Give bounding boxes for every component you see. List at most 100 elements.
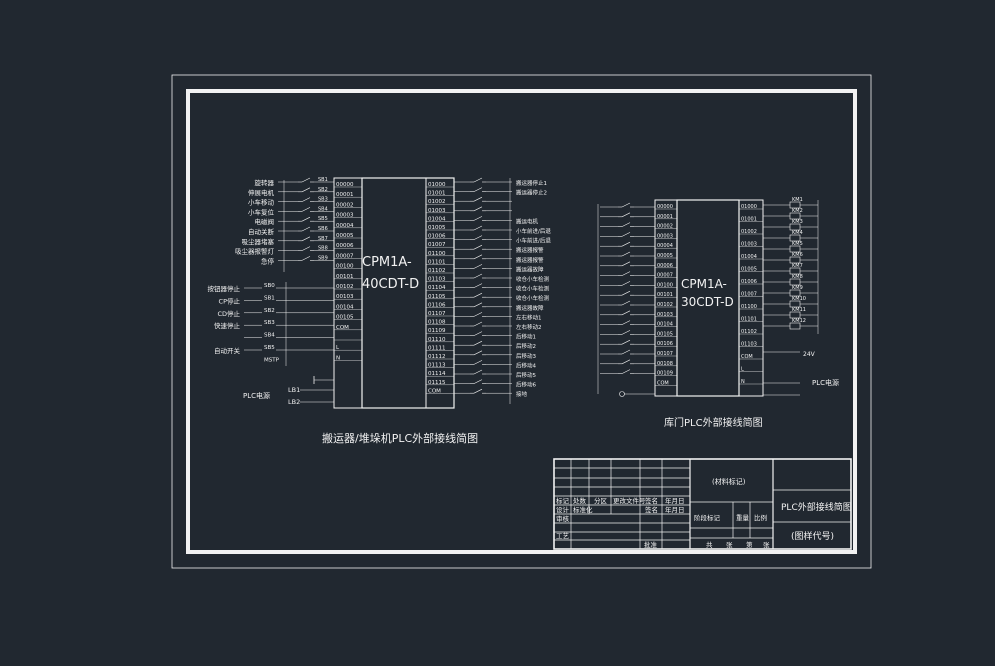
tb-label-count: 处数 [573, 496, 587, 505]
left-plc-stop-term: SB5 [264, 345, 275, 351]
left-plc-output-pin: 01106 [428, 302, 446, 308]
left-plc-output-pin: 01005 [428, 225, 446, 231]
right-plc-input-pin: 00101 [657, 292, 673, 298]
left-plc-input-term: SB3 [318, 197, 328, 203]
switch-blade-icon [301, 197, 311, 202]
switch-blade-icon [473, 206, 483, 212]
left-plc-stop-term: SB4 [264, 333, 275, 339]
left-plc-output-label: 接地 [516, 390, 528, 398]
right-plc-output-pin: 01101 [741, 317, 757, 323]
left-plc-output-label: 后移动5 [516, 371, 537, 379]
title-block-drawing-name: PLC外部接线简图 [781, 501, 852, 513]
left-plc-output-label: 搬运器故障 [516, 304, 544, 312]
left-plc-stop-label: 自动开关 [214, 346, 241, 355]
switch-blade-icon [621, 212, 631, 218]
right-plc-output-pin: 01006 [741, 279, 757, 285]
switch-blade-icon [301, 226, 311, 232]
right-plc-output-term: KM2 [792, 208, 803, 214]
switch-blade-icon [621, 369, 631, 374]
right-plc-output-term: KM5 [792, 241, 803, 247]
title-block-drawing-code: (图样代号) [791, 530, 834, 542]
switch-blade-icon [621, 281, 631, 286]
left-plc-input-pin: 00007 [336, 253, 354, 259]
left-plc-input-term: SB7 [318, 236, 328, 242]
left-plc-output-pin: 01101 [428, 259, 446, 265]
left-plc-output-label: 小车前进/后退 [516, 227, 551, 235]
tb-label-review: 审核 [556, 514, 570, 523]
right-plc-output-pin: N [741, 379, 745, 385]
left-plc-input-pin: 00006 [336, 243, 354, 249]
left-plc-output-label: 搬运器报警 [516, 246, 544, 254]
right-plc-dc-label: 24V [803, 351, 816, 358]
left-plc-power-term-1: LB1 [288, 386, 300, 394]
tb-label-stage: 阶段标记 [694, 513, 721, 522]
right-plc-output-pin: L [741, 367, 744, 373]
right-plc-output-pin: 01000 [741, 204, 757, 210]
left-plc-output-label: 后移动1 [516, 333, 536, 341]
title-block: (材料标记) PLC外部接线简图 (图样代号) 标记 处数 分区 更改文件号 签… [553, 458, 852, 550]
switch-blade-icon [621, 202, 631, 208]
switch-blade-icon [621, 310, 631, 316]
switch-blade-icon [301, 216, 311, 222]
left-plc-stop-term: SB2 [264, 308, 275, 314]
right-plc-input-pin: 00107 [657, 351, 673, 357]
right-plc-input-pin: 00108 [657, 361, 673, 367]
switch-blade-icon [621, 359, 631, 365]
left-plc-output-pin: 01115 [428, 380, 446, 386]
left-plc-output-label: 搬运器故障 [516, 265, 544, 273]
left-plc-output-pin: 01100 [428, 251, 446, 257]
left-plc-output-label: 收仓小车检测 [516, 285, 550, 293]
left-plc-output-pin: 01109 [428, 328, 446, 334]
right-plc-output-term: KM4 [792, 230, 803, 236]
switch-blade-icon [621, 251, 631, 257]
left-plc-schematic: CPM1A- 40CDT-D 0000000001000020000300004… [208, 177, 552, 445]
switch-blade-icon [621, 300, 631, 306]
switch-blade-icon [473, 216, 483, 221]
switch-blade-icon [473, 264, 483, 269]
tb-label-standard: 标准化 [573, 505, 593, 514]
right-plc-output-term: KM3 [792, 219, 803, 225]
left-plc-input-pin: 00000 [336, 182, 354, 188]
left-plc-model-line1: CPM1A- [362, 255, 412, 270]
left-plc-input-label: 自动关断 [248, 227, 275, 236]
switch-blade-icon [473, 360, 483, 365]
left-plc-output-label: 搬运器停止1 [516, 179, 547, 187]
switch-blade-icon [301, 246, 311, 251]
left-plc-output-label: 搬运电机 [516, 217, 539, 225]
left-plc-output-pin: 01110 [428, 337, 446, 343]
switch-blade-icon [473, 388, 483, 394]
right-plc-output-pin: 01100 [741, 304, 757, 310]
left-plc-inner-right-strip [425, 177, 455, 409]
switch-blade-icon [473, 321, 483, 327]
right-plc-output-term: KM11 [792, 307, 806, 313]
tb-label-change-doc: 更改文件号 [613, 496, 646, 505]
right-plc-input-pin: 00106 [657, 341, 673, 347]
switch-blade-icon [473, 273, 483, 279]
left-plc-output-label: 左右移动2 [516, 323, 542, 331]
left-plc-input-label: 吸尘器堵塞 [242, 237, 275, 246]
left-plc-output-pin: 01002 [428, 199, 446, 205]
right-plc-input-pin: 00004 [657, 243, 673, 249]
switch-blade-icon [473, 254, 483, 260]
right-plc-output-term: KM1 [792, 197, 803, 203]
tb-label-weight: 重量 [736, 514, 750, 522]
right-plc-output-term: KM10 [792, 296, 806, 302]
left-plc-output-pin: 01113 [428, 363, 446, 369]
switch-blade-icon [621, 241, 631, 247]
left-plc-output-label: 小车前进/后退 [516, 237, 551, 245]
left-plc-output-label: 后移动4 [516, 361, 537, 369]
outer-sheet-frame [171, 74, 872, 569]
switch-blade-icon [473, 177, 483, 183]
right-plc-input-pin: 00001 [657, 214, 673, 220]
right-plc-inner-left-strip [654, 199, 678, 397]
tb-label-signature-2: 签名 [645, 505, 658, 514]
left-plc-output-label: 收仓小车检测 [516, 294, 550, 302]
right-plc-inner-right-strip [738, 199, 764, 397]
switch-blade-icon [621, 290, 631, 296]
right-plc-output-pin: COM [741, 354, 753, 360]
right-plc-output-pin: 01005 [741, 267, 757, 273]
left-plc-caption: 搬运器/堆垛机PLC外部接线简图 [322, 431, 478, 445]
left-plc-stop-term: MSTP [264, 357, 280, 363]
tb-sheet-index: 第 [746, 540, 753, 549]
left-plc-output-label: 搬运器报警 [516, 256, 544, 264]
